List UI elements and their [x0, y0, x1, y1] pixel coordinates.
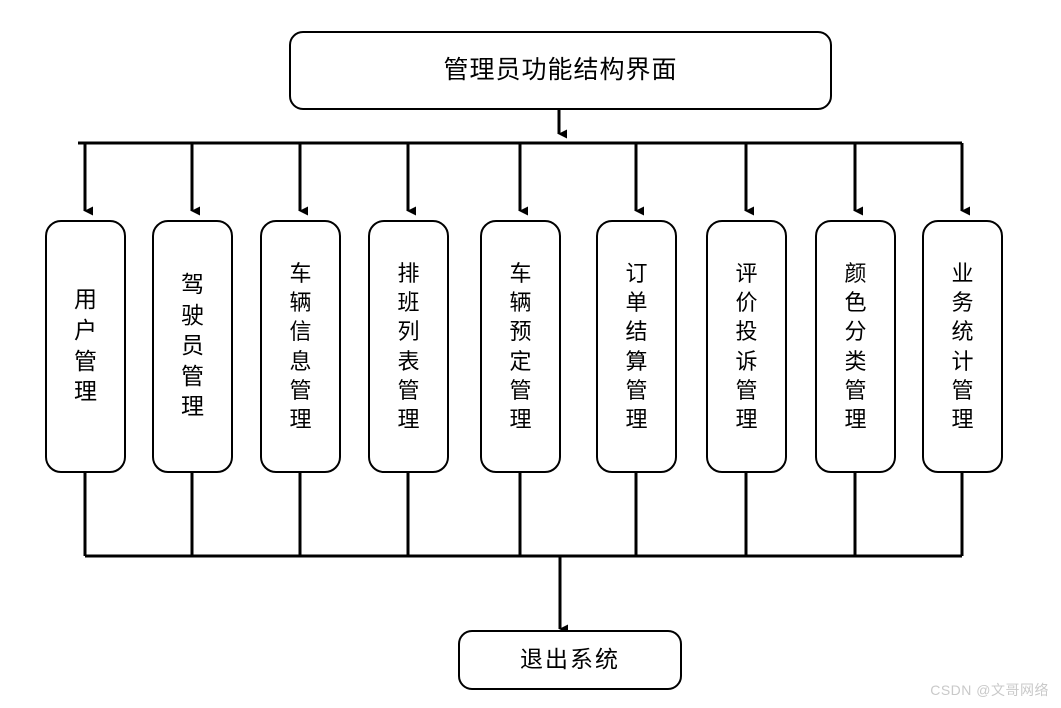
node-child-9[interactable]: 业务统计管理	[922, 220, 1003, 473]
node-exit-label: 退出系统	[520, 647, 620, 673]
node-root-label: 管理员功能结构界面	[443, 56, 678, 84]
node-child-7-label: 评价投诉管理	[735, 261, 758, 432]
node-child-3[interactable]: 车辆信息管理	[260, 220, 341, 473]
node-child-5-label: 车辆预定管理	[509, 261, 532, 432]
node-exit[interactable]: 退出系统	[458, 630, 682, 690]
node-child-6[interactable]: 订单结算管理	[596, 220, 677, 473]
watermark-text: CSDN @文哥网络	[930, 682, 1049, 698]
node-child-1-label: 用户管理	[74, 287, 97, 405]
node-child-5[interactable]: 车辆预定管理	[480, 220, 561, 473]
node-child-8[interactable]: 颜色分类管理	[815, 220, 896, 473]
node-child-4[interactable]: 排班列表管理	[368, 220, 449, 473]
node-child-2-label: 驾驶员管理	[181, 272, 204, 420]
node-child-4-label: 排班列表管理	[397, 261, 420, 432]
node-child-2[interactable]: 驾驶员管理	[152, 220, 233, 473]
node-child-6-label: 订单结算管理	[625, 261, 648, 432]
node-root[interactable]: 管理员功能结构界面	[289, 31, 832, 110]
node-child-8-label: 颜色分类管理	[844, 261, 867, 432]
node-child-9-label: 业务统计管理	[951, 261, 974, 432]
node-child-3-label: 车辆信息管理	[289, 261, 312, 432]
node-child-1[interactable]: 用户管理	[45, 220, 126, 473]
node-child-7[interactable]: 评价投诉管理	[706, 220, 787, 473]
